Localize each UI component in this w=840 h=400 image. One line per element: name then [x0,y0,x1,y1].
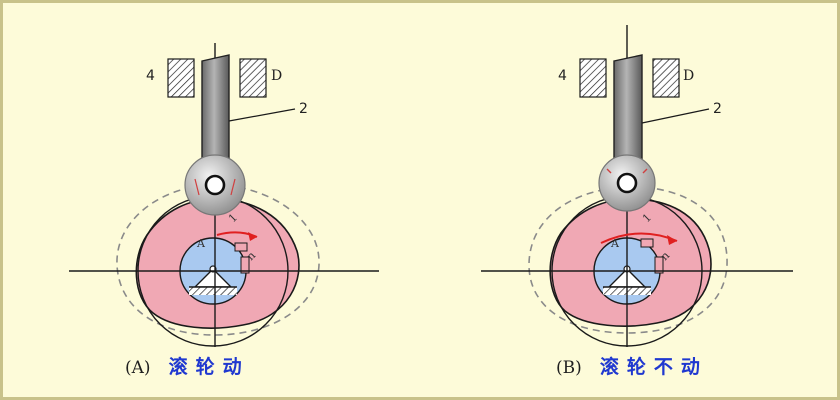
rod-label-b: 2 [713,101,722,117]
point-a-label-a: A [196,237,206,250]
guide-right-label-b: D [683,68,694,84]
keyway-b [654,256,664,274]
mechanism-b-drawing: 4 D 2 A n 1 [481,25,793,347]
roller-pin-a [204,174,226,196]
guide-label-b: 4 [558,68,567,84]
guide-left-b [579,58,607,98]
panel-a: 4 D 2 A n 1 (A) 滚轮动 [3,3,421,397]
mechanism-a-drawing: 4 D 2 A n 1 [69,43,379,347]
panel-b: 4 D 2 A n 1 (B) 滚轮不动 [421,3,837,397]
point-a-label-b: A [610,237,620,250]
caption-text-b: 滚轮不动 [599,356,708,378]
caption-tag-b: (B) [556,358,582,378]
caption-a: (A) 滚轮动 [125,355,250,380]
pitch-curve-a [116,184,320,336]
rod-label-a: 2 [299,101,308,117]
guide-left-a [167,58,195,98]
keyway-a [240,256,250,274]
rod-leader-b [641,108,710,124]
guide-right-label-a: D [271,68,282,84]
caption-b: (B) 滚轮不动 [556,355,708,380]
caption-tag-a: (A) [125,358,151,378]
guide-right-b [652,58,680,98]
caption-text-a: 滚轮动 [168,356,250,378]
guide-label-a: 4 [146,68,155,84]
roller-pin-b [616,172,638,194]
guide-right-a [239,58,267,98]
rod-leader-a [228,108,296,122]
pitch-curve-b [528,186,728,334]
